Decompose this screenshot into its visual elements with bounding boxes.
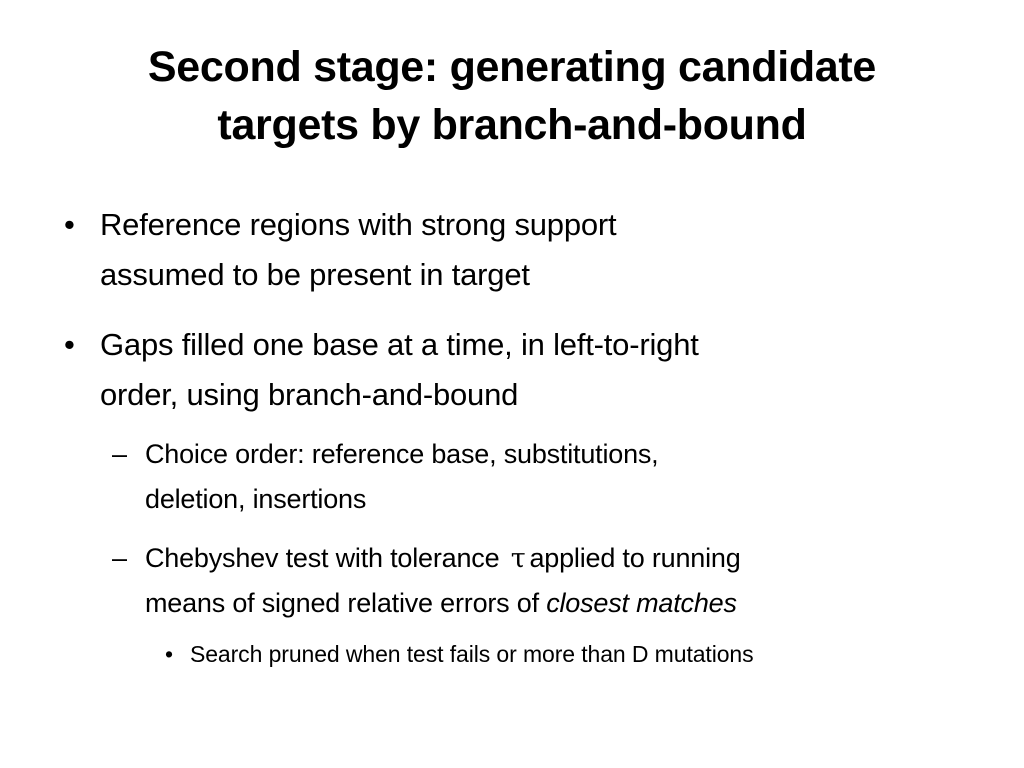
sub-sub-bullet-search-pruned: • Search pruned when test fails or more … (0, 636, 990, 672)
chebyshev-text-pre: Chebyshev test with tolerance (145, 543, 500, 573)
bullet-marker: • (64, 327, 75, 362)
sub-bullet-text-line-2: deletion, insertions (145, 484, 367, 514)
bullet-text-line-1: Reference regions with strong support (100, 207, 617, 242)
sub-bullet-text-line-1: Choice order: reference base, substituti… (145, 439, 659, 469)
slide-title: Second stage: generating candidate targe… (40, 38, 984, 154)
sub-sub-bullet-marker: • (165, 641, 173, 667)
sub-bullet-text-line-2: means of signed relative errors of close… (145, 581, 990, 626)
slide-title-line-1: Second stage: generating candidate (147, 43, 877, 91)
slide-title-line-2: targets by branch-and-bound (217, 101, 807, 149)
chebyshev-text-post: applied to running (529, 543, 741, 573)
sub-bullet-marker: – (112, 543, 127, 573)
closest-matches-emphasis: closest matches (546, 588, 737, 618)
slide-body: • Reference regions with strong support … (0, 200, 1024, 672)
bullet-text-line-2: assumed to be present in target (100, 257, 530, 292)
bullet-text-line-1: Gaps filled one base at a time, in left-… (100, 327, 699, 362)
bullet-marker: • (64, 207, 75, 242)
tau-symbol: τ (510, 543, 526, 574)
bullet-text-line-2: order, using branch-and-bound (100, 377, 519, 412)
means-text: means of signed relative errors of (145, 588, 547, 618)
sub-sub-bullet-text: Search pruned when test fails or more th… (190, 641, 754, 667)
bullet-reference-regions: • Reference regions with strong support … (0, 200, 960, 300)
bullet-gaps-filled: • Gaps filled one base at a time, in lef… (0, 320, 960, 420)
sub-bullet-choice-order: – Choice order: reference base, substitu… (0, 432, 990, 522)
sub-bullet-marker: – (112, 439, 127, 469)
